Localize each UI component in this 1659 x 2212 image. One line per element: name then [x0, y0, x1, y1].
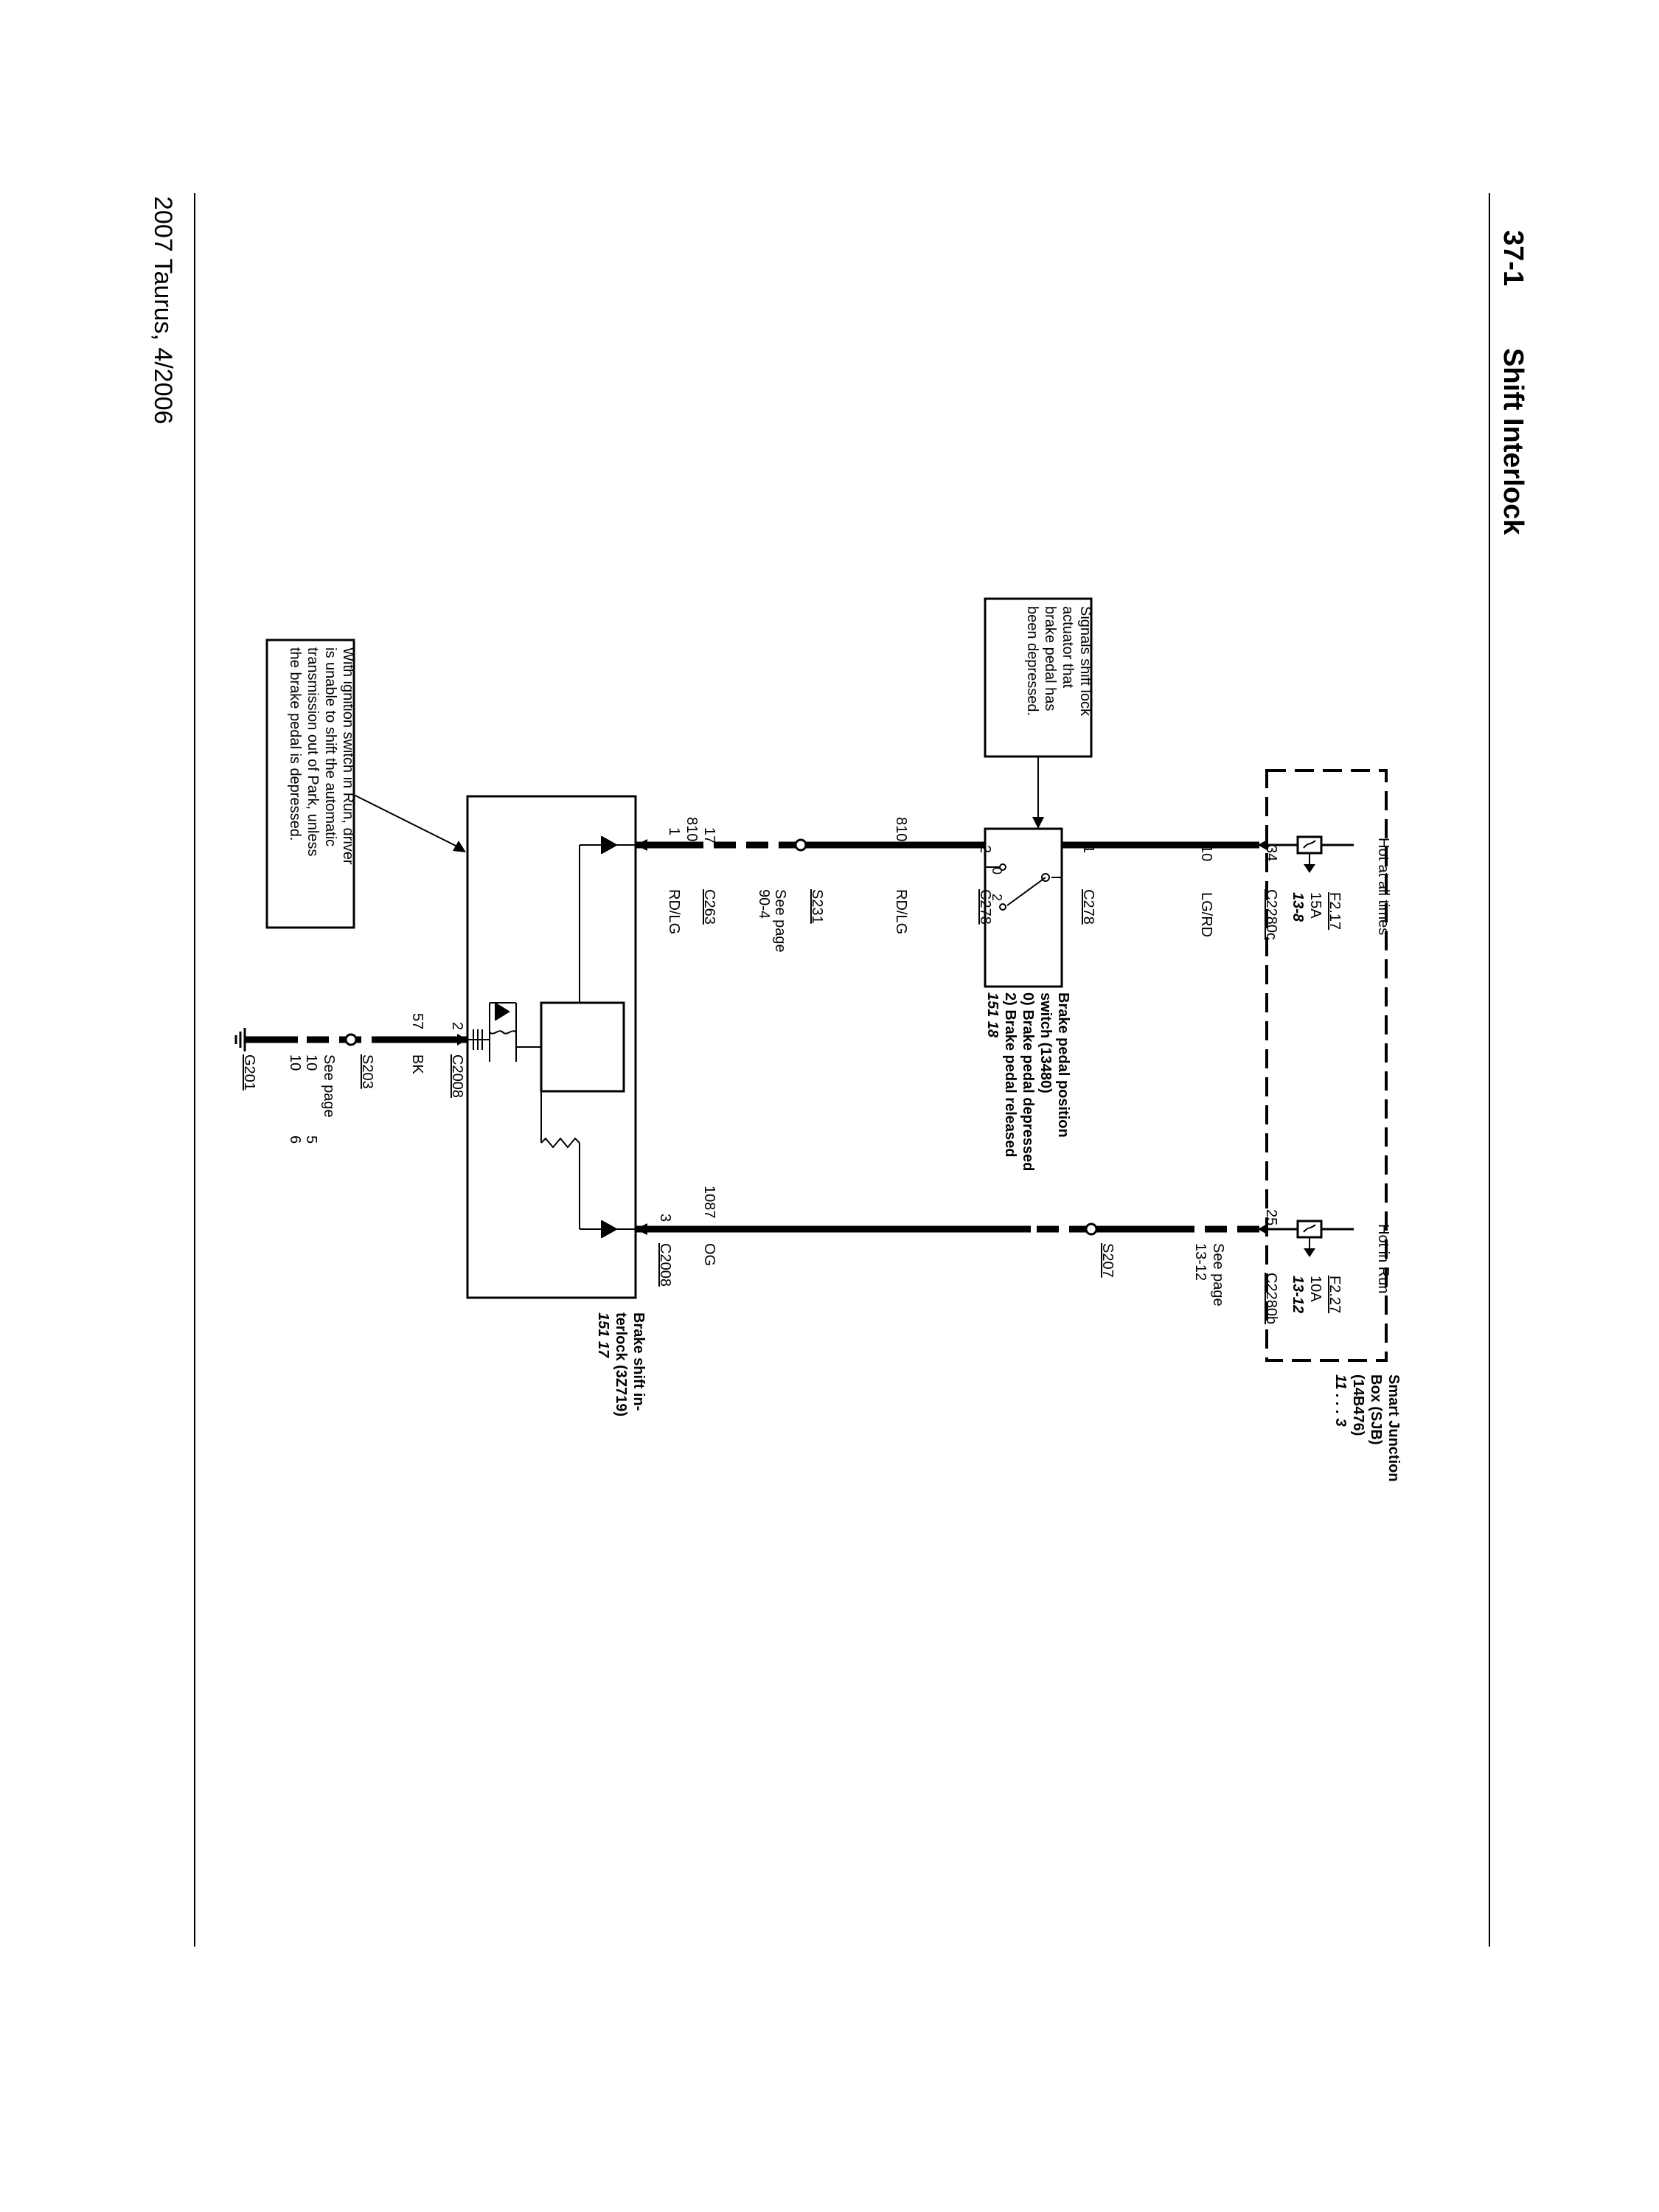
ground-g201-symbol: [234, 1028, 246, 1051]
page-number: 37-1: [1498, 230, 1528, 286]
splice-s207-ref: 13-12: [1192, 1243, 1208, 1281]
sjb-left-power-label: Hot at all times: [1375, 838, 1391, 935]
ignition-callout-arrow: [353, 794, 461, 849]
page-title: Shift Interlock: [1498, 348, 1528, 535]
c263-label: C263: [701, 889, 717, 925]
switch-pin-2: 2: [977, 845, 993, 853]
sjb-left-ref-label: 13-8: [1290, 892, 1306, 922]
switch-position-0: 0: [990, 867, 1004, 874]
wire-57-circuit: 57: [409, 1013, 425, 1029]
wire-810-color: RD/LG: [893, 889, 909, 934]
splice-s203-see: See page: [321, 1054, 337, 1118]
interlock-name-2: terlock (3Z719): [613, 1312, 629, 1416]
splice-s231-dot: [794, 838, 807, 852]
splice-s203-col3: 5: [303, 1135, 319, 1144]
c2008-pin-2: 2: [449, 1022, 465, 1030]
interlock-ref: 151 17: [595, 1312, 611, 1358]
signal-callout-line-4: been depressed.: [1024, 606, 1040, 716]
ignition-callout-line-3: transmission out of Park, unless: [305, 647, 321, 856]
c263-circuit: 810: [684, 817, 700, 841]
splice-s231-label: S231: [809, 889, 825, 924]
sjb-left-amp-label: 15A: [1307, 892, 1324, 919]
switch-state-0: 0) Brake pedal depressed: [1020, 992, 1036, 1171]
page-footer: 2007 Taurus, 4/2006: [149, 196, 177, 424]
ignition-callout-box: [265, 639, 355, 929]
c2280b-connector-mark: [1258, 1223, 1268, 1235]
ignition-callout-arrowhead: [453, 841, 466, 852]
sjb-part: (14B476): [1350, 1374, 1366, 1436]
wire-810-circuit: 810: [893, 817, 909, 841]
switch-conn-bottom: C278: [977, 889, 993, 925]
fuse-f2-17: [1264, 835, 1354, 873]
ignition-callout-line-2: is unable to shift the automatic: [322, 647, 338, 846]
signal-callout-line-2: actuator that: [1060, 606, 1076, 689]
c2008-pin-3: 3: [657, 1214, 673, 1222]
wire-1087-color: OG: [701, 1243, 717, 1266]
sjb-left-conn-label: C2280c: [1263, 889, 1279, 940]
sjb-right-amp-label: 10A: [1307, 1276, 1324, 1302]
sjb-right-ref-label: 13-12: [1290, 1276, 1306, 1313]
wire-10-color: LG/RD: [1198, 892, 1214, 937]
splice-s203-label: S203: [359, 1054, 375, 1089]
signal-callout-line-3: brake pedal has: [1042, 606, 1058, 711]
splice-s203-dot: [344, 1033, 358, 1046]
switch-conn-top: C278: [1080, 889, 1096, 925]
c263-pin-1: 1: [666, 827, 682, 835]
switch-name: Brake pedal position: [1055, 992, 1071, 1138]
switch-name-2: switch (13480): [1037, 992, 1054, 1093]
c2008-pin2-mark: [457, 1034, 467, 1046]
switch-state-2: 2) Brake pedal released: [1002, 992, 1018, 1157]
wire-57-color: BK: [409, 1054, 425, 1074]
signal-callout-line-1: Signals shift lock: [1077, 606, 1093, 717]
ignition-callout-line-1: With ignition switch in Run, driver: [340, 647, 356, 865]
splice-s203-col4: 6: [287, 1135, 303, 1144]
fuse-f2-27: [1264, 1220, 1354, 1257]
c2008-label-a: C2008: [657, 1243, 673, 1287]
switch-ref: 151 18: [984, 992, 1001, 1038]
splice-s203-col2: 10: [287, 1054, 303, 1071]
wire-1087-circuit: 1087: [701, 1186, 717, 1219]
c263-pin-17: 17: [701, 827, 717, 844]
splice-s207-see: See page: [1210, 1243, 1226, 1307]
sjb-right-conn-label: C2280b: [1263, 1273, 1279, 1324]
brake-pedal-switch-contacts: [985, 863, 1062, 911]
sjb-ref: 11 . . . 3: [1332, 1374, 1349, 1427]
switch-pin-1: 1: [1080, 845, 1096, 853]
ignition-callout-line-4: the brake pedal is depressed.: [287, 647, 303, 841]
c2280c-connector-mark: [1258, 839, 1268, 851]
sjb-name-2: Box (SJB): [1368, 1374, 1384, 1445]
sjb-right-pin-label: 25: [1263, 1209, 1279, 1225]
sjb-right-power-label: Hot in Run: [1375, 1224, 1391, 1294]
c2008-label-b: C2008: [449, 1054, 465, 1098]
brake-pedal-switch-box: [984, 827, 1063, 988]
c263-connector-mark: [636, 839, 647, 851]
sjb-name: Smart Junction: [1385, 1374, 1402, 1482]
sjb-left-pin-label: 34: [1263, 845, 1279, 861]
sjb-dashed-box: [1265, 769, 1388, 1362]
c263-color: RD/LG: [666, 889, 682, 934]
switch-position-2: 2: [990, 894, 1004, 901]
interlock-name: Brake shift in-: [630, 1312, 647, 1411]
sjb-right-fuse-label: F2.27: [1326, 1276, 1343, 1313]
splice-s207-dot: [1085, 1222, 1098, 1236]
wire-10-circuit: 10: [1198, 845, 1214, 861]
c2008-pin3-mark: [636, 1223, 647, 1235]
signal-callout-arrowhead: [1032, 817, 1044, 829]
ground-g201-label: G201: [241, 1054, 257, 1091]
interlock-internal-circuit: [467, 836, 636, 1238]
splice-s203-col1: 10: [303, 1054, 319, 1071]
splice-s207-label: S207: [1099, 1243, 1116, 1278]
splice-s231-ref: 90-4: [756, 889, 772, 919]
sjb-left-fuse-label: F2.17: [1326, 892, 1343, 930]
splice-s231-see: See page: [772, 889, 788, 953]
